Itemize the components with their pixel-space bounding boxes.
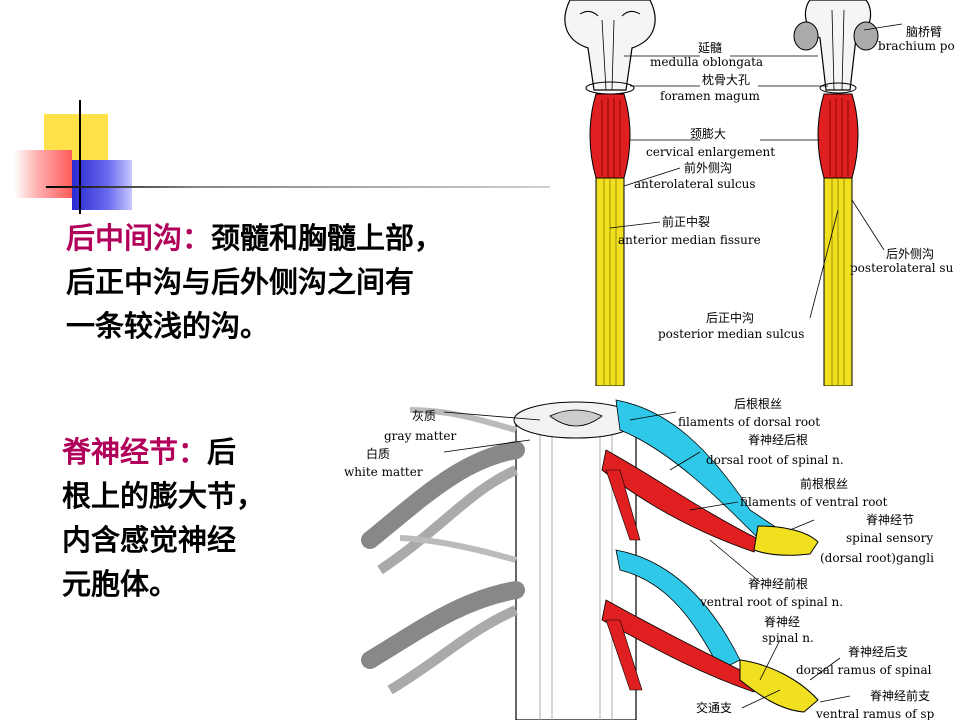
label-ganglion-en: spinal sensory	[846, 531, 933, 545]
label-ventral-root-en: ventral root of spinal n.	[699, 595, 843, 609]
label-ventral-ramus-zh: 脊神经前支	[870, 688, 930, 703]
label-foramen-zh: 枕骨大孔	[702, 72, 750, 87]
label-white-matter-zh: 白质	[366, 446, 390, 461]
label-ventral-filaments-en: filaments of ventral root	[740, 495, 888, 509]
text-posterior-intermediate-sulcus: 后中间沟：颈髓和胸髓上部， 后正中沟与后外侧沟之间有 一条较浅的沟。	[66, 216, 546, 348]
text-line-1-rest: 后	[207, 435, 237, 469]
text-line-2: 后正中沟与后外侧沟之间有	[66, 265, 415, 299]
decor-vertical-line	[79, 100, 81, 214]
label-gray-matter-zh: 灰质	[412, 409, 436, 423]
decor-horizontal-line	[46, 186, 550, 188]
label-dorsal-root-zh: 脊神经后根	[748, 433, 808, 447]
label-gray-matter-en: gray matter	[384, 429, 456, 443]
text-line-1-rest: 颈髓和胸髓上部，	[211, 221, 444, 255]
label-white-matter-en: white matter	[344, 465, 423, 479]
decor-red-square	[14, 150, 72, 198]
label-dorsal-root-en: dorsal root of spinal n.	[706, 453, 844, 467]
label-posterolateral-en: posterolateral su	[850, 261, 954, 275]
term-spinal-ganglion: 脊神经节：	[62, 435, 208, 469]
label-ventral-ramus-en: ventral ramus of sp	[815, 707, 935, 720]
label-ventral-root-zh: 脊神经前根	[748, 576, 808, 591]
text-spinal-ganglion: 脊神经节：后 根上的膨大节， 内含感觉神经 元胞体。	[62, 430, 322, 606]
spinal-cord-figure: 延髓 medulla oblongata 枕骨大孔 foramen magum …	[550, 0, 960, 386]
label-cervical-zh: 颈膨大	[690, 127, 726, 141]
text-line-4: 元胞体。	[62, 567, 179, 601]
label-dorsal-ramus-en: dorsal ramus of spinal	[796, 663, 932, 677]
decor-blue-square	[72, 160, 132, 210]
label-cervical-en: cervical enlargement	[646, 145, 775, 159]
text-line-3: 一条较浅的沟。	[66, 309, 270, 343]
text-line-2: 根上的膨大节，	[62, 479, 266, 513]
label-posterior-sulcus-zh: 后正中沟	[706, 310, 754, 325]
label-brachium-zh: 脑桥臂	[906, 25, 942, 39]
label-dorsal-filaments-zh: 后根根丝	[734, 397, 782, 411]
term-posterior-intermediate-sulcus: 后中间沟：	[66, 221, 212, 255]
text-line-1: 脊神经节：后	[62, 430, 322, 474]
label-foramen-en: foramen magum	[660, 89, 761, 103]
label-spinal-nerve-en: spinal n.	[762, 631, 814, 645]
label-ventral-filaments-zh: 前根根丝	[800, 476, 848, 491]
text-line-3: 内含感觉神经	[62, 523, 237, 557]
label-medulla-en: medulla oblongata	[650, 55, 763, 69]
text-line-1: 后中间沟：颈髓和胸髓上部，	[66, 216, 546, 260]
label-dorsal-filaments-en: filaments of dorsal root	[678, 415, 820, 429]
label-ganglion-zh: 脊神经节	[866, 513, 914, 527]
label-brachium-en: brachium po	[878, 39, 955, 53]
label-anterolateral-zh: 前外侧沟	[684, 160, 732, 175]
label-anterior-fissure-zh: 前正中裂	[662, 214, 710, 229]
label-spinal-nerve-zh: 脊神经	[764, 615, 800, 629]
label-anterolateral-en: anterolateral sulcus	[634, 177, 756, 191]
spinal-nerve-figure: 灰质 gray matter 白质 white matter 后根根丝 fila…	[340, 390, 960, 720]
label-communicating-branch-zh: 交通支	[696, 700, 732, 715]
label-medulla-zh: 延髓	[698, 41, 722, 55]
label-anterior-fissure-en: anterior median fissure	[618, 233, 761, 247]
label-ganglion-en-2: (dorsal root)gangli	[820, 551, 934, 565]
label-dorsal-ramus-zh: 脊神经后支	[848, 645, 908, 659]
label-posterolateral-zh: 后外侧沟	[886, 247, 934, 261]
label-posterior-sulcus-en: posterior median sulcus	[658, 327, 804, 341]
